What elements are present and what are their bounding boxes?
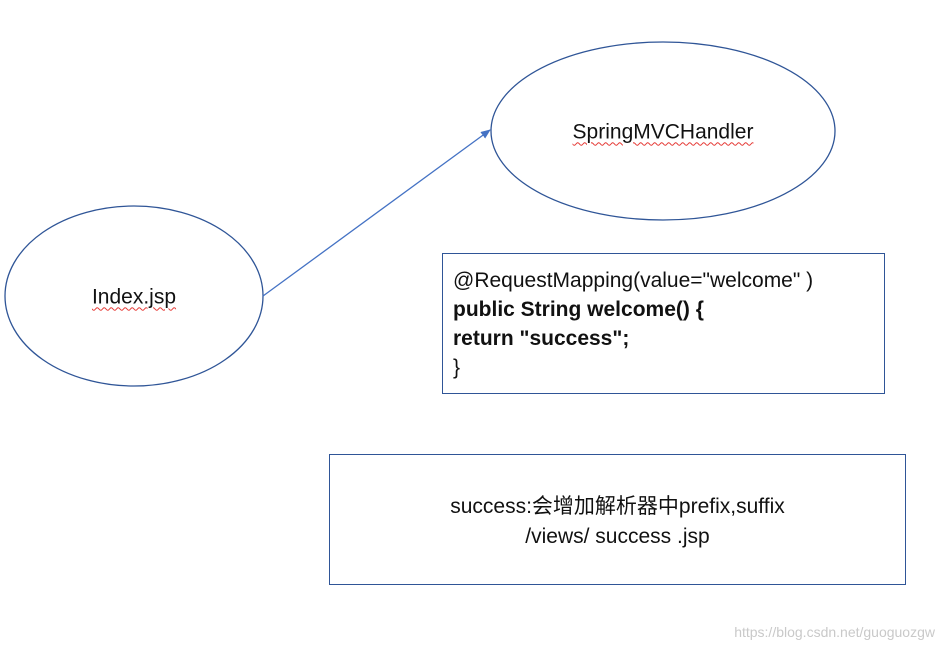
closing-brace-text: } xyxy=(453,356,461,379)
request-arrow xyxy=(262,129,491,297)
prefix-suffix-line: success:会增加解析器中prefix,suffix xyxy=(330,492,905,522)
method-signature-text: public String welcome() { xyxy=(453,298,704,321)
view-resolver-box: success:会增加解析器中prefix,suffix /views/ suc… xyxy=(329,454,906,585)
view-path-text: /views/ success .jsp xyxy=(525,525,710,548)
view-path-line: /views/ success .jsp xyxy=(330,522,905,552)
springmvc-handler-text: SpringMVCHandler xyxy=(572,120,754,144)
csdn-watermark: https://blog.csdn.net/guoguozgw xyxy=(734,624,935,640)
closing-brace-line: } xyxy=(453,353,884,382)
prefix-suffix-text: success:会增加解析器中prefix,suffix xyxy=(450,495,785,518)
method-signature-line: public String welcome() { xyxy=(453,295,884,324)
springmvc-handler-node xyxy=(490,41,836,221)
annotation-line: @RequestMapping(value="welcome" ) xyxy=(453,266,884,295)
view-resolver-content: success:会增加解析器中prefix,suffix /views/ suc… xyxy=(330,455,905,552)
annotation-text: @RequestMapping(value="welcome" ) xyxy=(453,269,814,292)
index-jsp-text: Index.jsp xyxy=(91,285,177,309)
return-line: return "success"; xyxy=(453,324,884,353)
springmvc-handler-label: SpringMVCHandler xyxy=(573,122,754,143)
request-mapping-code-box: @RequestMapping(value="welcome" ) public… xyxy=(442,253,885,394)
index-jsp-label: Index.jsp xyxy=(92,287,176,308)
return-text: return "success"; xyxy=(453,327,630,350)
